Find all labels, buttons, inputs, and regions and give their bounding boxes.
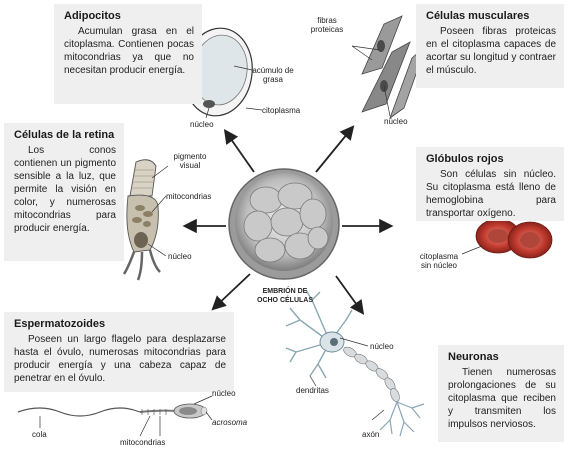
box-text: Poseen un largo flagelo para desplazarse… [14,333,226,385]
label-nucleo-retina: núcleo [168,252,192,261]
box-text: Son células sin núcleo. Su citoplasma es… [426,168,556,220]
box-title: Espermatozoides [14,318,226,330]
box-text: Acumulan grasa en el citoplasma. Contien… [64,25,194,77]
box-title: Glóbulos rojos [426,153,556,165]
box-musculares: Células musculares Poseen fibras proteic… [416,4,564,88]
sperm-illustration [18,396,212,436]
label-mitocondrias-retina: mitocondrias [166,192,211,201]
box-title: Células musculares [426,10,556,22]
label-acumulo: acúmulo de grasa [248,66,298,84]
label-nucleo-musculo: núcleo [384,117,408,126]
label-fibras: fibras proteicas [300,16,354,34]
red-blood-cells-illustration [462,219,552,258]
label-citoplasma: citoplasma [262,106,300,115]
box-espermatozoides: Espermatozoides Poseen un largo flagelo … [4,312,234,392]
embryo-label: EMBRIÓN DE OCHO CÉLULAS [250,287,320,305]
box-text: Poseen fibras proteicas en el citoplasma… [426,25,556,77]
embryo-illustration [229,169,339,279]
label-acrosoma: acrosoma [212,418,247,427]
label-pigmento: pigmento visual [164,152,216,170]
cone-cell-illustration [124,160,168,280]
box-adipocitos: Adipocitos Acumulan grasa en el citoplas… [54,4,202,104]
box-text: Tienen numerosas prolongaciones de su ci… [448,366,556,431]
box-title: Células de la retina [14,129,116,141]
box-globulos: Glóbulos rojos Son células sin núcleo. S… [416,147,564,221]
neuron-illustration [286,290,424,436]
label-axon: axón [362,430,379,439]
embryo-label-line2: OCHO CÉLULAS [257,297,313,304]
muscle-cells-illustration [352,16,426,118]
box-text: Los conos contienen un pigmento sensible… [14,144,116,235]
label-mitocondrias-esperma: mitocondrias [120,438,165,447]
label-nucleo-neurona: núcleo [370,342,394,351]
box-retina: Células de la retina Los conos contienen… [4,123,124,261]
box-title: Adipocitos [64,10,194,22]
box-title: Neuronas [448,351,556,363]
label-nucleo-esperma: núcleo [212,389,236,398]
label-dendritas: dendritas [296,386,329,395]
embryo-label-line1: EMBRIÓN DE [263,288,308,295]
label-nucleo-adipocito: núcleo [190,120,214,129]
box-neuronas: Neuronas Tienen numerosas prolongaciones… [438,345,564,442]
label-citoplasma-sin-nucleo: citoplasma sin núcleo [414,252,464,270]
label-cola: cola [32,430,47,439]
